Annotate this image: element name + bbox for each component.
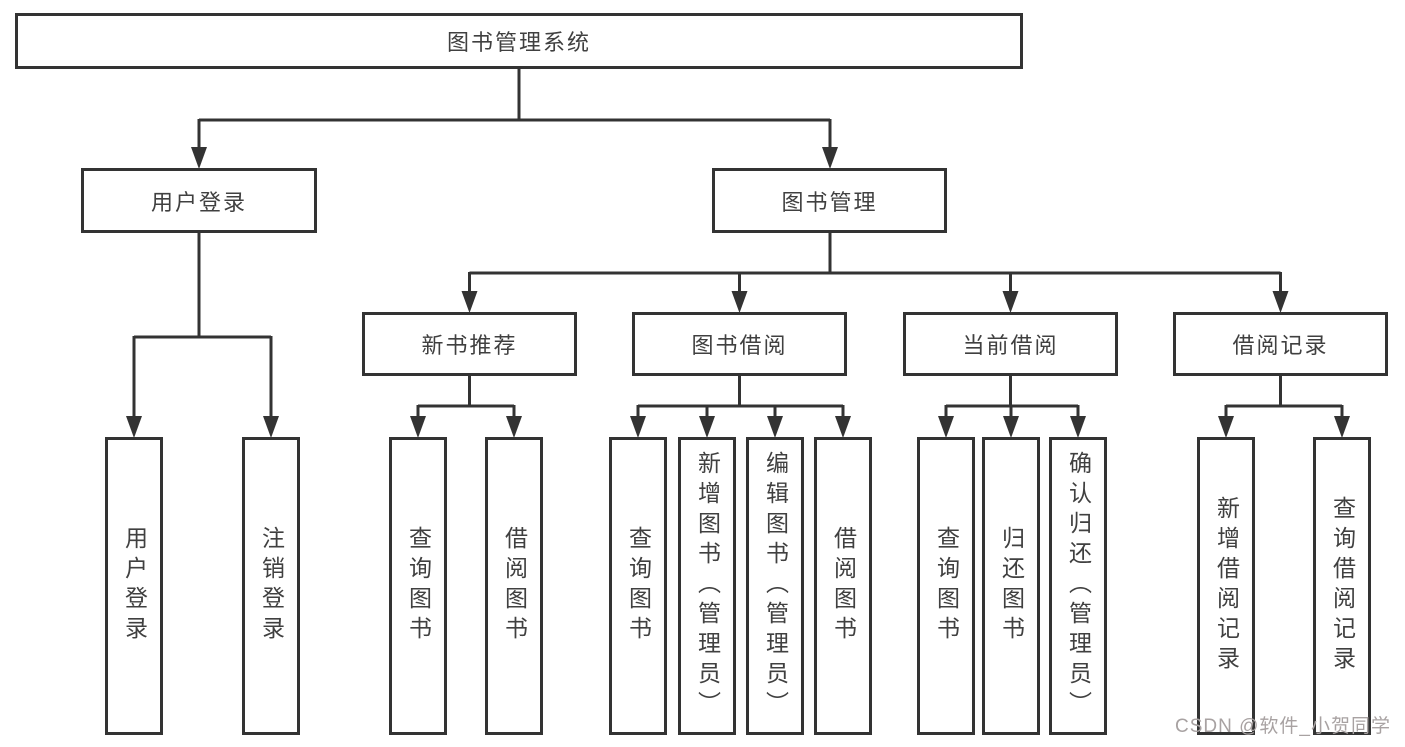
node-book-management: 图书管理 — [712, 168, 947, 233]
leaf-confirm-return-admin: 确认归还（管理员） — [1049, 437, 1107, 735]
arrowheads — [126, 147, 1350, 438]
leaf-borrow-books: 借阅图书 — [814, 437, 872, 735]
leaf-query-borrow-record: 查询借阅记录 — [1313, 437, 1371, 735]
leaf-add-borrow-record: 新增借阅记录 — [1197, 437, 1255, 735]
node-borrow-records: 借阅记录 — [1173, 312, 1388, 376]
node-book-borrow: 图书借阅 — [632, 312, 847, 376]
csdn-watermark: CSDN @软件_小贺同学 — [1175, 716, 1391, 737]
node-new-book-recommend: 新书推荐 — [362, 312, 577, 376]
leaf-logout: 注销登录 — [242, 437, 300, 735]
leaf-query-books-borrow: 查询图书 — [609, 437, 667, 735]
node-current-borrow: 当前借阅 — [903, 312, 1118, 376]
node-root: 图书管理系统 — [15, 13, 1023, 69]
leaf-add-book-admin: 新增图书（管理员） — [678, 437, 736, 735]
leaf-query-books-recommend: 查询图书 — [389, 437, 447, 735]
leaf-borrow-books-recommend: 借阅图书 — [485, 437, 543, 735]
leaf-user-login: 用户登录 — [105, 437, 163, 735]
node-user-login: 用户登录 — [81, 168, 317, 233]
leaf-query-books-current: 查询图书 — [917, 437, 975, 735]
leaf-edit-book-admin: 编辑图书（管理员） — [746, 437, 804, 735]
leaf-return-book: 归还图书 — [982, 437, 1040, 735]
